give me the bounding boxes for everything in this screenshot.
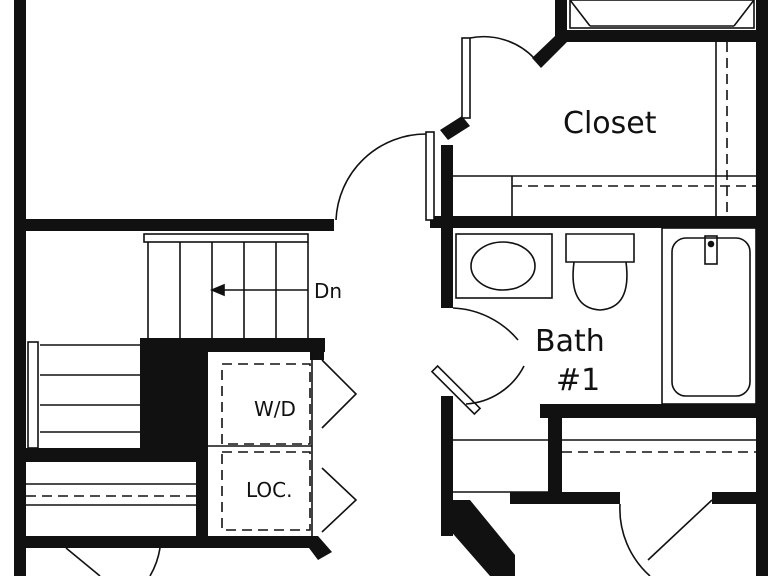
wall-closet-diagonal-low — [440, 116, 470, 140]
wall-bath-top — [430, 216, 768, 228]
wall-bath-left — [441, 228, 453, 308]
stair-arrowhead — [209, 283, 225, 297]
bath-door-leaf — [430, 364, 482, 416]
loc-label: LOC. — [246, 478, 293, 502]
bath-door-swing-2 — [465, 365, 525, 405]
linework — [26, 0, 757, 576]
closet-door-swing — [469, 35, 535, 59]
lower-door-leaf — [647, 499, 713, 561]
closet-fixture — [569, 0, 755, 29]
loc-dashed-box — [221, 451, 311, 531]
wall-landing-left — [26, 448, 196, 462]
wall-bath-bottom — [540, 404, 768, 418]
sink — [470, 241, 536, 291]
lower-left-door-swing — [149, 547, 161, 576]
wall-closet-top — [560, 30, 768, 42]
closet-label: Closet — [563, 106, 657, 141]
wall-upper-room — [14, 219, 334, 231]
wd-dashed-box — [221, 363, 311, 445]
landing-rail — [27, 341, 39, 449]
wd-label: W/D — [254, 397, 296, 421]
toilet-bowl — [572, 261, 628, 311]
wall-closet-diagonal — [532, 36, 567, 68]
closet-door-leaf — [461, 37, 471, 119]
loc-bifold-door — [321, 467, 358, 533]
walls — [14, 0, 768, 576]
lower-door-swing — [619, 503, 651, 576]
tub-faucet — [704, 235, 718, 265]
wall-laundry-post — [310, 338, 324, 360]
wall-right-outer — [756, 0, 768, 576]
wall-lower-right — [510, 492, 620, 504]
bath-number-label: #1 — [556, 363, 600, 398]
lower-left-door-leaf — [65, 547, 101, 576]
wall-lower-diagonal — [441, 500, 515, 576]
tub — [661, 227, 757, 405]
wall-landing-bottom — [26, 536, 316, 548]
wall-bath-step — [548, 404, 562, 494]
bath-door-swing — [452, 307, 519, 341]
wall-closet-top-post — [555, 0, 567, 42]
wall-laundry-left — [196, 338, 208, 536]
stair-direction-label: Dn — [314, 279, 342, 303]
wd-bifold-door — [321, 359, 358, 429]
bath-label: Bath — [535, 324, 605, 359]
stair-top-rail — [143, 233, 309, 243]
toilet-tank — [565, 233, 635, 263]
hall-door-swing — [335, 133, 427, 221]
wall-laundry-diagonal — [300, 536, 332, 560]
wall-closet-left — [441, 145, 453, 230]
hall-door-leaf — [425, 131, 435, 221]
wall-lower-right-2 — [712, 492, 768, 504]
tub-basin — [671, 237, 751, 397]
wall-left-outer — [14, 0, 26, 576]
vanity — [455, 233, 553, 299]
